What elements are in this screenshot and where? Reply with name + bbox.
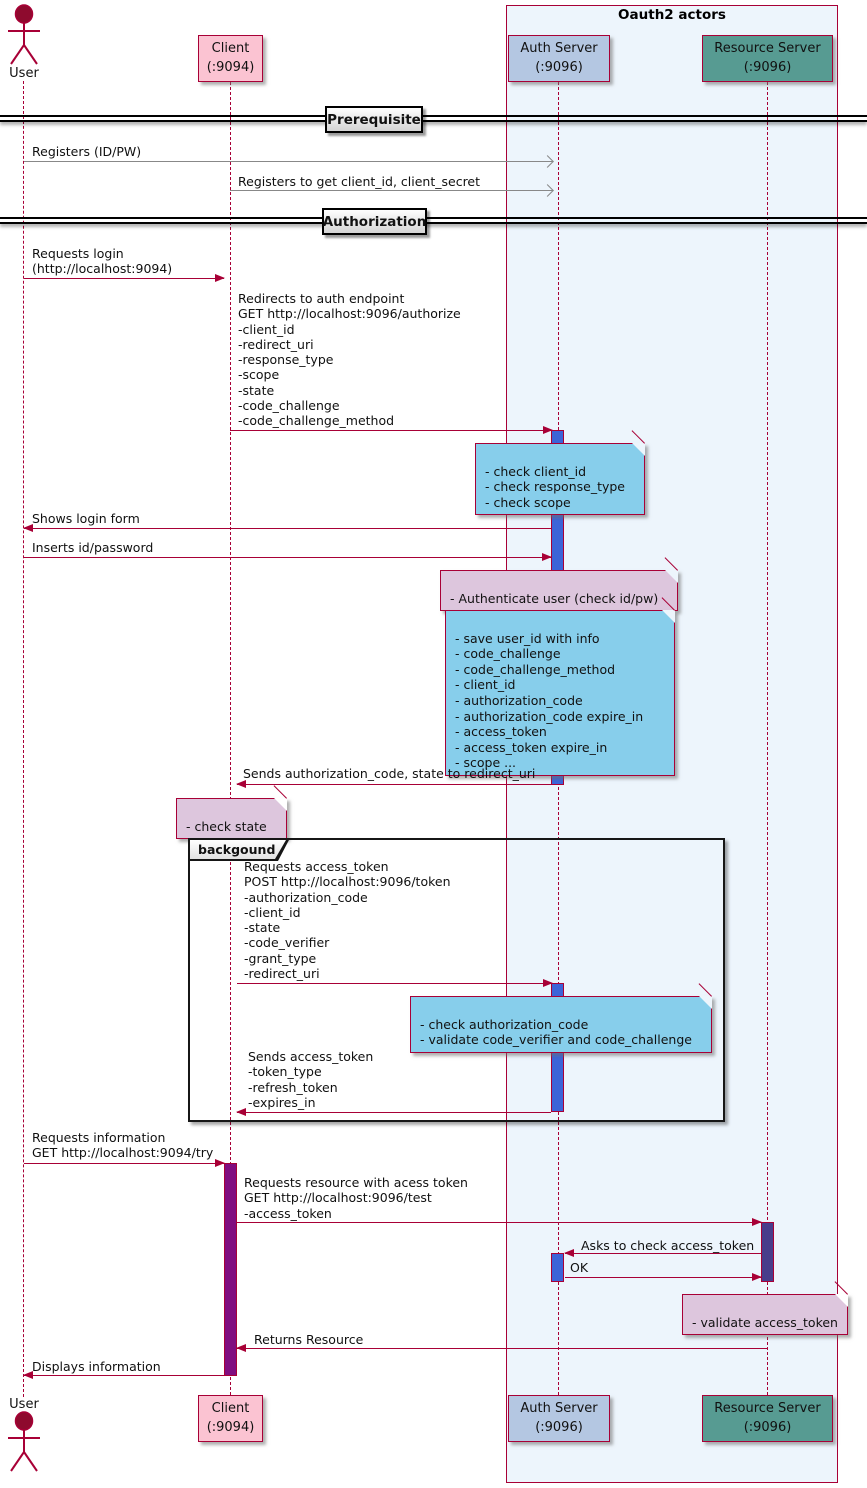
arrow-redirects-auth [230,426,553,434]
lifeline-user [23,81,24,1397]
note-fold-icon [274,798,287,811]
activation-auth-3 [551,1253,564,1282]
lifeline-client [230,82,231,1395]
arrow-ok [565,1273,762,1281]
divider-line-prerequisite [0,115,867,122]
arrow-registers-client [230,190,553,191]
note-fold-icon [835,1294,848,1307]
group-backgound: backgound [188,838,725,1122]
user-actor-top [5,4,43,70]
participant-auth-top: Auth Server (:9096) [508,35,610,82]
user-label-top: User [9,66,39,81]
message-inserts-idpw: Inserts id/password [32,540,154,555]
message-asks-check-token: Asks to check access_token [581,1238,755,1253]
message-requests-access-token: Requests access_token POST http://localh… [244,859,451,982]
message-shows-login-form: Shows login form [32,511,140,526]
note-check-client-id: - check client_id - check response_type … [475,443,645,516]
activation-resource [761,1222,774,1282]
note-text: - check client_id - check response_type … [485,463,626,510]
participant-client-label: Client (:9094) [206,1400,255,1435]
arrow-sends-access-token [236,1108,551,1116]
user-actor-bottom [5,1411,43,1477]
activation-client [224,1163,237,1376]
note-fold-icon [665,570,678,583]
lifeline-resource-server [767,82,768,1395]
note-text: - Authenticate user (check id/pw) [450,590,659,606]
group-tab: backgound [188,838,290,861]
participant-client-label: Client (:9094) [206,40,255,75]
note-fold-icon [632,443,645,456]
arrow-displays-information [23,1371,224,1379]
participant-resource-label: Resource Server (:9096) [714,40,821,75]
divider-line-authorization [0,217,867,224]
message-requests-information: Requests information GET http://localhos… [32,1130,214,1161]
note-fold-icon [699,996,712,1009]
note-check-authorization-code: - check authorization_code - validate co… [410,996,712,1053]
message-sends-auth-code: Sends authorization_code, state to redir… [243,766,536,781]
participant-client-top: Client (:9094) [198,35,263,82]
note-text: - validate access_token [692,1314,838,1330]
arrow-inserts-idpw [24,553,552,561]
frame-title: Oauth2 actors [618,7,726,23]
divider-prerequisite: Prerequisite [325,106,423,133]
arrow-returns-resource [236,1344,767,1352]
arrow-requests-information [24,1159,225,1167]
message-registers-client: Registers to get client_id, client_secre… [238,174,481,189]
participant-resource-bottom: Resource Server (:9096) [702,1395,833,1442]
arrow-registers-idpw [24,161,553,162]
group-label: backgound [190,840,286,859]
message-sends-access-token: Sends access_token -token_type -refresh_… [248,1049,374,1110]
participant-auth-label: Auth Server (:9096) [520,40,598,75]
message-requests-resource: Requests resource with acess token GET h… [244,1175,468,1221]
divider-authorization: Authorization [322,208,427,235]
message-ok: OK [570,1260,589,1275]
arrow-shows-login-form [23,524,551,532]
participant-resource-label: Resource Server (:9096) [714,1400,821,1435]
note-authenticate-user: - Authenticate user (check id/pw) [440,570,678,612]
actor-icon [8,4,40,65]
arrow-requests-login [24,274,225,282]
note-validate-access-token: - validate access_token [682,1294,848,1336]
message-requests-login: Requests login (http://localhost:9094) [32,246,173,277]
note-text: - check state [186,818,267,834]
message-displays-information: Displays information [32,1359,161,1374]
arrow-sends-auth-code [236,780,551,788]
note-text: - check authorization_code - validate co… [420,1016,692,1048]
participant-client-bottom: Client (:9094) [198,1395,263,1442]
note-check-state: - check state [176,798,287,840]
note-save-user-id: - save user_id with info - code_challeng… [445,610,675,776]
actor-icon [8,1411,40,1472]
message-redirects-auth: Redirects to auth endpoint GET http://lo… [238,291,461,429]
note-text: - save user_id with info - code_challeng… [455,630,644,771]
note-fold-icon [662,610,675,623]
user-label-bottom: User [9,1397,39,1412]
arrow-requests-resource [237,1218,762,1226]
participant-resource-top: Resource Server (:9096) [702,35,833,82]
participant-auth-label: Auth Server (:9096) [520,1400,598,1435]
arrow-asks-check-token [564,1249,761,1257]
message-registers-idpw: Registers (ID/PW) [32,144,142,159]
participant-auth-bottom: Auth Server (:9096) [508,1395,610,1442]
message-returns-resource: Returns Resource [254,1332,364,1347]
arrow-requests-access-token [237,979,553,987]
